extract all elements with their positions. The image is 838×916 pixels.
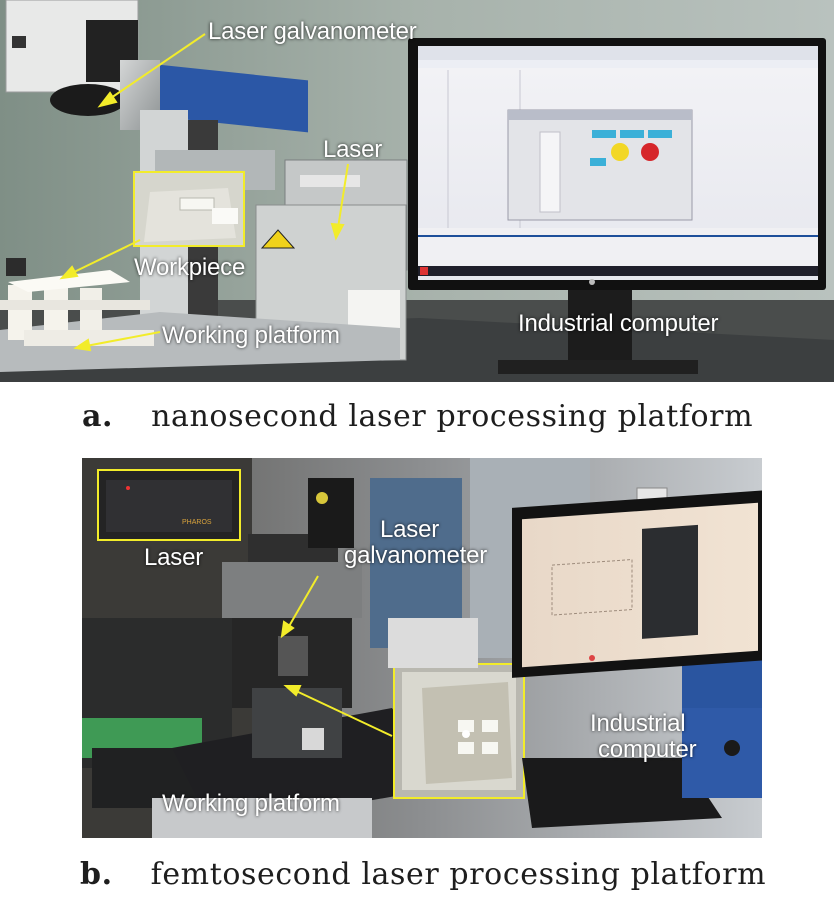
- caption-b-marker: b.: [80, 857, 113, 892]
- caption-b: b. femtosecond laser processing platform: [80, 857, 766, 892]
- caption-a: a. nanosecond laser processing platform: [82, 399, 753, 434]
- laser-unit-brand: PHAROS: [182, 519, 212, 526]
- annotation-arrows-a: [59, 33, 349, 352]
- photo-femtosecond-scene: PHAROS: [82, 458, 762, 838]
- label-working-platform-b: Working platform: [162, 790, 340, 817]
- label-industrial-computer-b-line1: Industrial: [590, 710, 686, 737]
- label-workpiece-a: Workpiece: [134, 254, 246, 281]
- annotation-arrows-b: [280, 575, 393, 737]
- label-industrial-computer-b-line2: computer: [598, 736, 697, 763]
- label-laser-a: Laser: [323, 136, 383, 163]
- label-laser-galvanometer-b-line1: Laser: [380, 516, 440, 543]
- caption-b-text: femtosecond laser processing platform: [150, 857, 767, 892]
- label-working-platform-a: Working platform: [162, 322, 340, 349]
- photo-femtosecond-platform: PHAROS: [82, 458, 762, 838]
- label-laser-galvanometer-a: Laser galvanometer: [208, 18, 417, 45]
- photo-nanosecond-scene: [0, 0, 834, 382]
- label-laser-b: Laser: [144, 544, 204, 571]
- caption-a-marker: a.: [82, 399, 114, 434]
- caption-a-text: nanosecond laser processing platform: [151, 399, 754, 434]
- label-industrial-computer-a: Industrial computer: [518, 310, 719, 337]
- photo-nanosecond-platform: Laser galvanometer Laser Workpiece Worki…: [0, 0, 834, 382]
- label-laser-galvanometer-b-line2: galvanometer: [344, 542, 488, 569]
